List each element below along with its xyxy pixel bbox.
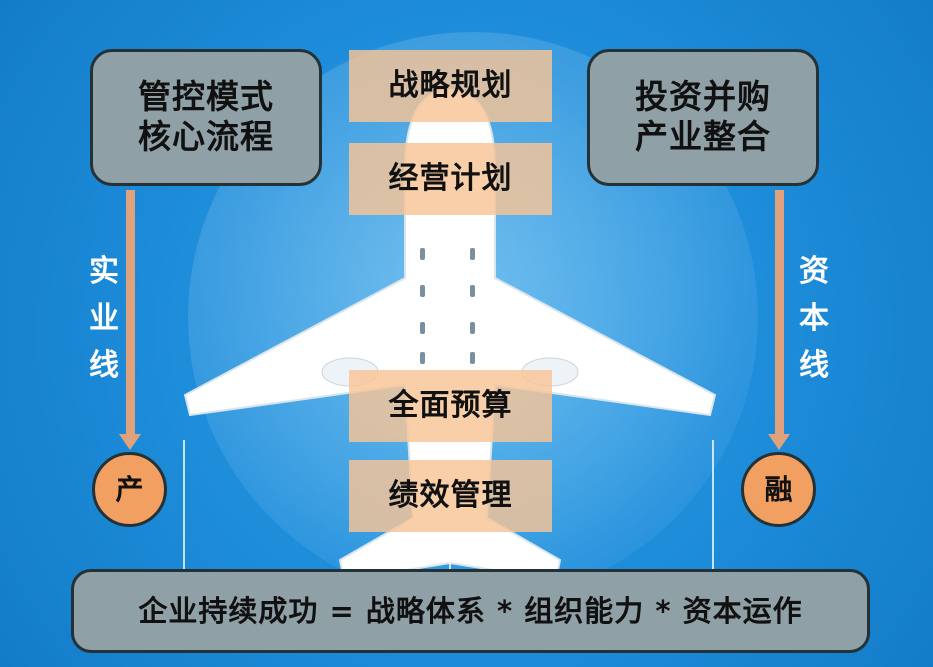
left-vertical-char: 业 xyxy=(89,301,119,336)
left-top-box: 管控模式 核心流程 xyxy=(90,49,322,186)
center-label-strategy: 战略规划 xyxy=(349,50,552,122)
left-guide-line xyxy=(183,440,185,570)
right-vertical-char: 资 xyxy=(799,254,829,289)
right-vertical-char: 本 xyxy=(799,301,829,336)
right-box-line-1: 投资并购 xyxy=(635,77,771,116)
formula-bar: 企业持续成功 = 战略体系 * 组织能力 * 资本运作 xyxy=(71,569,870,653)
right-circle-finance: 融 xyxy=(741,452,816,527)
right-guide-line xyxy=(712,440,714,570)
right-vertical-char: 线 xyxy=(799,348,829,383)
left-box-line-1: 管控模式 xyxy=(138,77,274,116)
center-guide-line xyxy=(449,560,451,570)
left-circle-industry: 产 xyxy=(92,452,167,527)
center-label-performance: 绩效管理 xyxy=(349,460,552,532)
right-arrow-shaft xyxy=(775,190,784,435)
left-box-line-2: 核心流程 xyxy=(138,117,274,156)
left-vertical-char: 实 xyxy=(89,254,119,289)
left-arrow-head xyxy=(119,434,141,450)
left-vertical-char: 线 xyxy=(89,348,119,383)
right-vertical-label: 资 本 线 xyxy=(794,248,834,389)
center-label-business-plan: 经营计划 xyxy=(349,143,552,215)
right-top-box: 投资并购 产业整合 xyxy=(587,49,819,186)
right-arrow-head xyxy=(768,434,790,450)
left-vertical-label: 实 业 线 xyxy=(84,248,124,389)
center-label-budget: 全面预算 xyxy=(349,370,552,442)
left-arrow-shaft xyxy=(126,190,135,435)
right-box-line-2: 产业整合 xyxy=(635,117,771,156)
